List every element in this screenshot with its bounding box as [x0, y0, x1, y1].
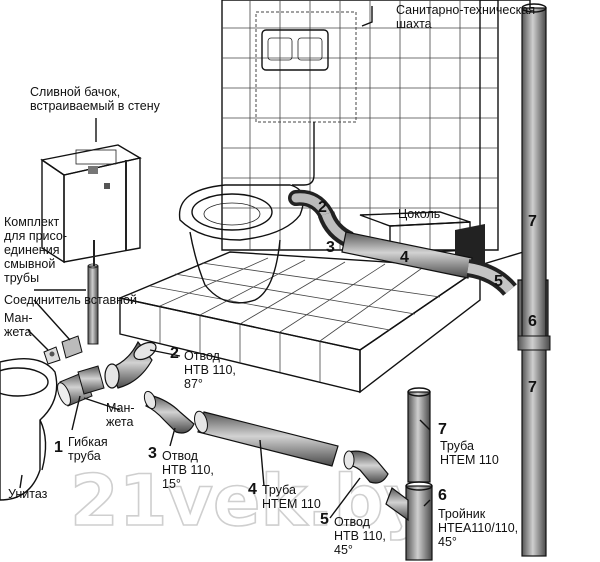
pipe-htem-part: [194, 410, 339, 467]
label-cistern-line2: встраиваемый в стену: [30, 99, 161, 113]
part-4-line1: Труба: [262, 483, 296, 497]
scene-number-5: 5: [494, 273, 503, 290]
label-kit-line1: Комплект: [4, 215, 59, 229]
part-5-line1: Отвод: [334, 515, 371, 529]
part-6-line1: Тройник: [438, 507, 486, 521]
part-5-number: 5: [320, 511, 329, 528]
scene-number-3: 3: [326, 239, 335, 256]
part-7-line2: НТЕМ 110: [440, 453, 499, 467]
scene-number-2: 2: [318, 199, 327, 216]
loose-toilet: [0, 358, 58, 501]
part-7-number: 7: [438, 421, 447, 438]
label-cistern-line1: Сливной бачок,: [30, 85, 120, 99]
part-6-number: 6: [438, 487, 447, 504]
scene-number-7-bottom: 7: [528, 379, 537, 396]
elbow-15-part: [143, 390, 195, 434]
riser-pipe: [521, 7, 547, 557]
part-2-number: 2: [170, 345, 179, 362]
pipe-7-part: [407, 387, 431, 483]
label-cuff-left-line1: Ман-: [4, 311, 33, 325]
label-cuff-mid-line2: жета: [106, 415, 133, 429]
part-7-line1: Труба: [440, 439, 474, 453]
part-5-line3: 45°: [334, 543, 353, 557]
label-socle: Цоколь: [398, 207, 440, 221]
part-2-line3: 87°: [184, 377, 203, 391]
part-3-line1: Отвод: [162, 449, 199, 463]
label-toilet: Унитаз: [8, 487, 48, 501]
part-3-number: 3: [148, 445, 157, 462]
connector-parts: [43, 335, 83, 365]
part-1-number: 1: [54, 439, 63, 456]
part-2-line2: НТВ 110,: [184, 363, 236, 377]
scene-number-7-top: 7: [528, 213, 537, 230]
part-1-line1: Гибкая: [68, 435, 108, 449]
elbow-45-part: [343, 450, 389, 484]
leader-lines: [19, 6, 431, 519]
label-cuff-left-line2: жета: [4, 325, 31, 339]
part-4-number: 4: [248, 481, 257, 498]
label-kit-line4: смывной: [4, 257, 55, 271]
flush-kit-pipe: [87, 263, 99, 345]
part-5-line2: НТВ 110,: [334, 529, 386, 543]
flexible-pipe-part: [77, 365, 105, 395]
scene-number-4: 4: [400, 249, 409, 266]
scene-number-6: 6: [528, 313, 537, 330]
text-labels: Санитарно-техническая шахта Сливной бачо…: [4, 3, 537, 557]
part-4-line2: НТЕМ 110: [262, 497, 321, 511]
label-connector: Соединитель вставной: [4, 293, 137, 307]
label-shaft-line2: шахта: [396, 17, 432, 31]
part-3-line2: НТВ 110,: [162, 463, 214, 477]
label-kit-line2: для присо-: [4, 229, 67, 243]
installed-toilet: [178, 184, 304, 304]
part-3-line3: 15°: [162, 477, 181, 491]
elbow-87-part: [104, 340, 157, 389]
part-6-line2: НТЕА110/110,: [438, 521, 518, 535]
label-cuff-mid-line1: Ман-: [106, 401, 135, 415]
part-1-line2: труба: [68, 449, 101, 463]
part-6-line3: 45°: [438, 535, 457, 549]
label-kit-line3: единения: [4, 243, 59, 257]
part-2-line1: Отвод: [184, 349, 221, 363]
label-kit-line5: трубы: [4, 271, 39, 285]
label-shaft-line1: Санитарно-техническая: [396, 3, 535, 17]
tee-part: [385, 481, 433, 561]
installed-pipes: [288, 3, 551, 557]
wall-cistern: [40, 144, 142, 266]
